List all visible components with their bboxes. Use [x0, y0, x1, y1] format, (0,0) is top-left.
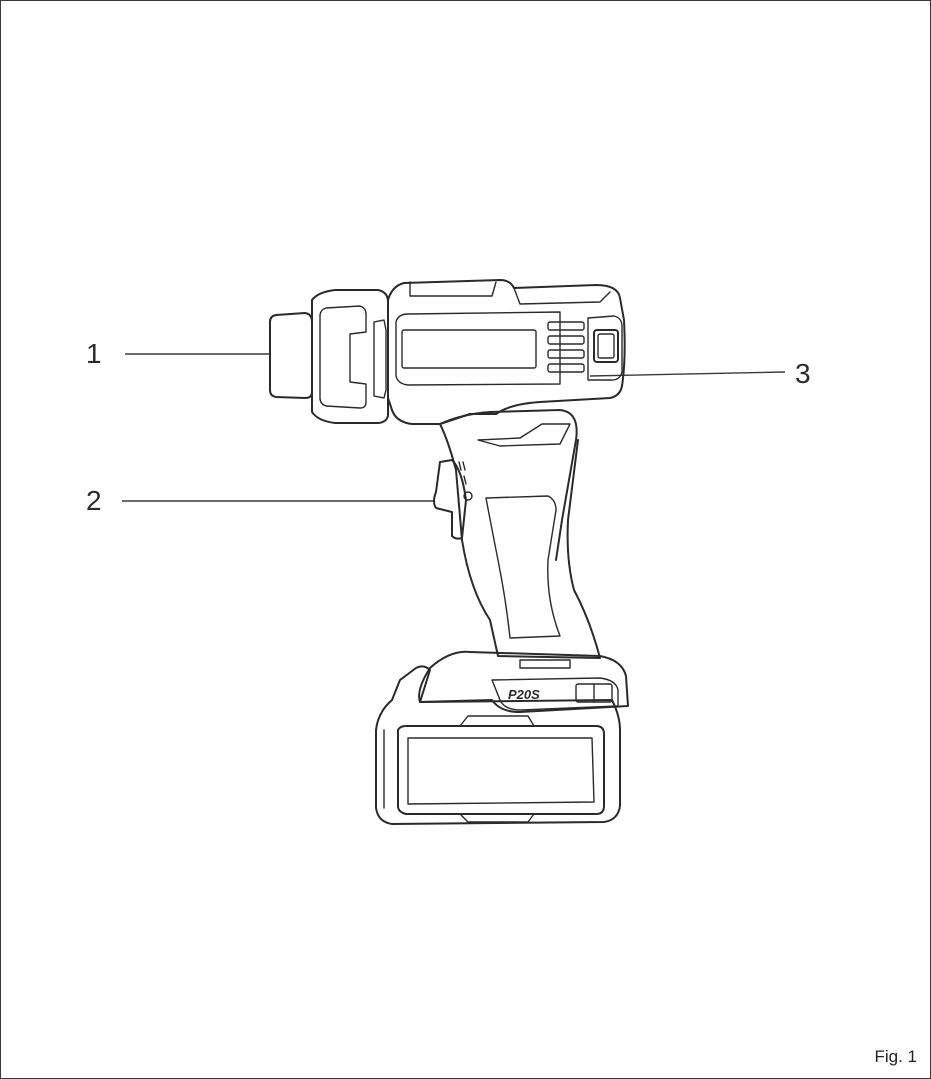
callout-number-1: 1: [86, 338, 102, 369]
handle-inner-top: [477, 423, 571, 447]
vent-window-inner: [401, 329, 537, 369]
vent-window-outer: [395, 311, 561, 386]
battery-pack: [375, 665, 621, 825]
trigger: [433, 459, 467, 540]
direction-mark: [462, 461, 466, 471]
handle: [439, 423, 601, 659]
selector-switch-inner: [597, 333, 615, 359]
chuck-collar-ridge: [373, 319, 387, 399]
callout-number-2: 2: [86, 485, 102, 516]
top-ridge-front: [409, 281, 497, 297]
base-foot: [418, 650, 629, 713]
chuck-collar: [311, 289, 389, 424]
handle-grip-panel: [485, 495, 561, 639]
direction-mark: [458, 461, 462, 471]
rear-cap: [587, 315, 623, 381]
selector-switch: [593, 329, 619, 363]
battery-top-tab: [459, 715, 535, 727]
direction-mark: [463, 475, 467, 485]
battery-bottom-tab: [459, 813, 535, 823]
grip-upper: [439, 409, 578, 561]
vent-slat: [547, 335, 585, 345]
battery-label-plate: [491, 677, 619, 711]
base-foot-detail: [519, 659, 571, 669]
figure-caption: Fig. 1: [874, 1047, 917, 1066]
vent-slat: [547, 363, 585, 373]
drill-body: P20S: [269, 279, 629, 825]
top-ridge-rear: [513, 287, 611, 305]
callout-number-3: 3: [795, 358, 811, 389]
battery-label: P20S: [508, 687, 540, 702]
leader-line-3: [589, 371, 786, 377]
chuck-nose: [269, 312, 313, 399]
chuck-collar-inner: [319, 305, 367, 409]
battery-front-panel: [397, 725, 605, 815]
direction-mark: [463, 491, 473, 501]
battery-front-inner: [407, 737, 595, 805]
vent-slat: [547, 349, 585, 359]
vent-slat: [547, 321, 585, 331]
